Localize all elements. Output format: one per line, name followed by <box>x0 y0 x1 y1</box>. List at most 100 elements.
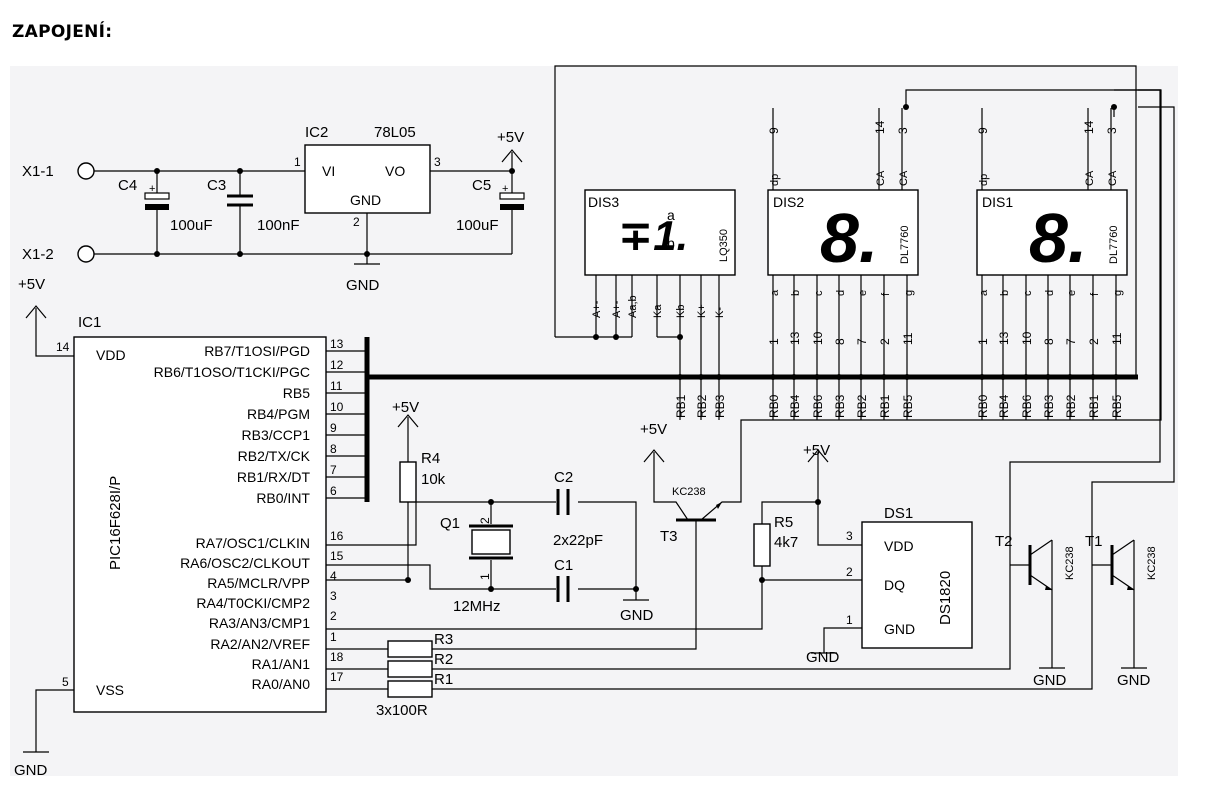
dis1-net-label: RB3 <box>1042 394 1056 418</box>
t1-label: T1 <box>1085 533 1103 550</box>
ic1-pin-name: RA2/AN2/VREF <box>210 636 310 652</box>
svg-text:11: 11 <box>901 332 915 345</box>
svg-text:+: + <box>149 183 155 195</box>
svg-text:10: 10 <box>811 331 825 345</box>
svg-text:LQ350: LQ350 <box>718 229 730 262</box>
c4-label: C4 <box>118 177 137 194</box>
svg-text:d: d <box>1044 290 1056 296</box>
svg-text:a: a <box>769 289 781 296</box>
svg-text:3: 3 <box>434 155 441 169</box>
svg-text:KC238: KC238 <box>1146 546 1158 580</box>
svg-text:10: 10 <box>1020 331 1034 345</box>
svg-text:b: b <box>667 235 675 251</box>
dis1-net-label: RB6 <box>1020 394 1034 418</box>
svg-text:2: 2 <box>1087 338 1101 345</box>
r2-label: R2 <box>434 651 453 668</box>
svg-text:14: 14 <box>56 340 70 354</box>
c5-value: 100uF <box>456 217 499 234</box>
x1-1-label: X1-1 <box>22 163 54 180</box>
svg-text:b: b <box>999 290 1011 296</box>
ic1-part: PIC16F628I/P <box>107 476 124 570</box>
dis3-pin-label: Aa,b <box>627 295 639 318</box>
dis2-glyph: 8. <box>820 199 878 277</box>
svg-text:9: 9 <box>767 127 781 134</box>
svg-text:CA: CA <box>875 170 887 186</box>
ic1-pin-number: 4 <box>330 569 337 583</box>
oscillator-section: +5V R4 10k Q1 2 1 12MHz C2 C1 2x22pF GND <box>326 399 654 624</box>
svg-text:VO: VO <box>385 163 405 179</box>
svg-text:VSS: VSS <box>96 682 124 698</box>
svg-text:+5V: +5V <box>18 276 45 293</box>
svg-text:VI: VI <box>322 163 335 179</box>
ic1-pin-number: 17 <box>330 670 344 684</box>
r1-label: R1 <box>434 671 453 688</box>
ic1-pin-number: 10 <box>330 400 344 414</box>
svg-text:1: 1 <box>294 155 301 169</box>
ic1-pin-name: RA1/AN1 <box>252 656 311 672</box>
svg-text:DL7760: DL7760 <box>1108 225 1120 264</box>
svg-text:g: g <box>1112 290 1124 296</box>
ic1-ref: IC1 <box>78 314 101 331</box>
r4-value: 10k <box>421 471 446 488</box>
dis1-net-label: RB1 <box>1087 394 1101 418</box>
dis3-glyph: ∓1. <box>618 212 688 259</box>
svg-text:KC238: KC238 <box>672 486 706 498</box>
x1-1-terminal <box>77 162 95 180</box>
svg-text:GND: GND <box>1117 672 1151 689</box>
dis3-ref: DIS3 <box>588 194 619 210</box>
temperature-sensor-section: +5V R5 4k7 DS1 DS1820 VDD DQ GND 3 2 1 G… <box>326 442 973 666</box>
ds1-ref: DS1 <box>884 505 913 522</box>
ic1-pin-name: RA5/MCLR/VPP <box>207 575 310 591</box>
svg-text:+5V: +5V <box>803 442 830 459</box>
r5-value: 4k7 <box>774 534 798 551</box>
svg-text:GND: GND <box>806 649 840 666</box>
page-heading: ZAPOJENÍ: <box>12 22 113 42</box>
svg-text:3: 3 <box>846 529 853 543</box>
svg-text:VDD: VDD <box>884 538 914 554</box>
ic1-pin-name: RA6/OSC2/CLKOUT <box>180 555 310 571</box>
svg-text:e: e <box>857 290 869 296</box>
svg-text:2: 2 <box>878 338 892 345</box>
ic1-mcu: IC1 PIC16F628I/P VDD VSS 14 5 +5V GND RB… <box>14 276 1138 779</box>
dis1-ref: DIS1 <box>982 194 1013 210</box>
svg-text:2: 2 <box>478 517 492 524</box>
dis2-net-label: RB5 <box>901 394 915 418</box>
dis3-net-label: RB2 <box>695 394 709 418</box>
svg-text:7: 7 <box>1064 338 1078 345</box>
dis1-net-label: RB4 <box>997 394 1011 418</box>
ic1-pin-name: RB0/INT <box>256 490 310 506</box>
dis2-ref: DIS2 <box>773 194 804 210</box>
svg-text:c: c <box>813 290 825 296</box>
ic1-pin-number: 13 <box>330 337 344 351</box>
ic1-pin-number: 16 <box>330 529 344 543</box>
ic1-pin-number: 11 <box>330 379 343 393</box>
ic2-part: 78L05 <box>374 124 416 141</box>
dis1-glyph: 8. <box>1029 199 1087 277</box>
c5-label: C5 <box>472 177 491 194</box>
dis3-pin-label: K+ <box>696 304 708 318</box>
ic1-pin-name: RA4/T0CKI/CMP2 <box>196 595 310 611</box>
svg-text:GND: GND <box>14 762 48 779</box>
ic1-pin-number: 12 <box>330 358 344 372</box>
q1-label: Q1 <box>440 515 460 532</box>
dis3-pin-label: A+- <box>591 300 603 318</box>
svg-text:+5V: +5V <box>392 399 419 416</box>
r123-value: 3x100R <box>376 702 428 719</box>
ic1-pin-name: RB1/RX/DT <box>237 469 311 485</box>
svg-text:a: a <box>978 289 990 296</box>
svg-text:f: f <box>880 292 892 296</box>
ic1-pin-number: 9 <box>330 421 337 435</box>
svg-text:f: f <box>1089 292 1101 296</box>
dis3-net-label: RB3 <box>713 394 727 418</box>
ic2-ref: IC2 <box>305 124 328 141</box>
q1-value: 12MHz <box>453 598 501 615</box>
svg-text:11: 11 <box>1110 332 1124 345</box>
t1-transistor: T1 KC238 GND <box>1085 533 1158 689</box>
ic1-pin-name: RB4/PGM <box>247 406 310 422</box>
r4-label: R4 <box>421 450 440 467</box>
dis3-pin-label: A+- <box>611 300 623 318</box>
svg-text:8: 8 <box>1042 338 1056 345</box>
